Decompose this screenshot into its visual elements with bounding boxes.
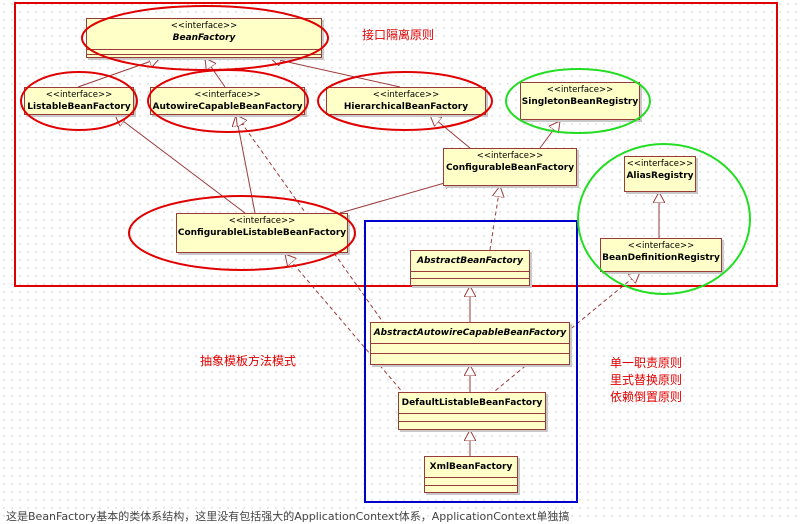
principle-srp-label: 单一职责原则 [610, 356, 683, 370]
stereotype-label: <<interface>> [626, 159, 694, 169]
class-name: AliasRegistry [626, 171, 694, 181]
stereotype-label: <<interface>> [476, 151, 544, 161]
stereotype-label: <<interface>> [546, 85, 614, 95]
principle-dip-label: 依赖倒置原则 [610, 390, 683, 404]
class-name: BeanDefinitionRegistry [602, 253, 720, 263]
class-hierarchical-bean-factory[interactable]: <<interface>> HierarchicalBeanFactory [326, 87, 486, 115]
class-xml-bean-factory[interactable]: XmlBeanFactory [424, 456, 518, 493]
class-name: SingletonBeanRegistry [521, 97, 639, 107]
abf-implements-configurable [489, 186, 500, 251]
dlbf-implements-cl [285, 254, 406, 396]
class-abstract-bean-factory[interactable]: AbstractBeanFactory [410, 250, 530, 286]
class-bean-definition-registry[interactable]: <<interface>> BeanDefinitionRegistry [600, 238, 722, 272]
class-default-listable-bean-factory[interactable]: DefaultListableBeanFactory [398, 392, 546, 430]
principle-lsp-label: 里式替换原则 [610, 373, 683, 387]
class-name: ConfigurableListableBeanFactory [177, 228, 347, 238]
class-name: ConfigurableBeanFactory [445, 163, 575, 173]
class-name: AbstractAutowireCapableBeanFactory [373, 328, 567, 338]
class-name: XmlBeanFactory [429, 462, 513, 472]
interface-segregation-frame [14, 2, 778, 287]
stereotype-label: <<interface>> [228, 216, 296, 226]
cl-extends-configurable [339, 180, 455, 214]
class-name: BeanFactory [172, 33, 236, 43]
stereotype-label: <<interface>> [45, 90, 113, 100]
class-configurable-bean-factory[interactable]: <<interface>> ConfigurableBeanFactory [443, 148, 577, 186]
stereotype-label: <<interface>> [372, 90, 440, 100]
class-name: DefaultListableBeanFactory [401, 398, 543, 408]
class-name: ListableBeanFactory [27, 102, 131, 112]
template-method-label: 抽象模板方法模式 [200, 354, 297, 368]
class-name: HierarchicalBeanFactory [343, 102, 469, 112]
class-autowire-capable-bean-factory[interactable]: <<interface>> AutowireCapableBeanFactory [150, 87, 305, 115]
class-singleton-bean-registry[interactable]: <<interface>> SingletonBeanRegistry [520, 82, 640, 120]
interface-segregation-label: 接口隔离原则 [362, 28, 435, 42]
stereotype-label: <<interface>> [627, 241, 695, 251]
class-name: AutowireCapableBeanFactory [152, 102, 303, 112]
caption-text: 这是BeanFactory基本的类体系结构，这里没有包括强大的Applicati… [6, 510, 570, 523]
class-abstract-autowire-capable-bean-factory[interactable]: AbstractAutowireCapableBeanFactory [370, 322, 570, 365]
class-listable-bean-factory[interactable]: <<interface>> ListableBeanFactory [24, 87, 134, 115]
class-alias-registry[interactable]: <<interface>> AliasRegistry [624, 156, 696, 192]
stereotype-label: <<interface>> [194, 90, 261, 100]
template-method-frame [364, 220, 578, 503]
class-name: AbstractBeanFactory [417, 256, 523, 266]
class-configurable-listable-bean-factory[interactable]: <<interface>> ConfigurableListableBeanFa… [176, 213, 348, 253]
class-bean-factory[interactable]: <<interface>> BeanFactory [86, 18, 322, 58]
stereotype-label: <<interface>> [170, 21, 238, 31]
